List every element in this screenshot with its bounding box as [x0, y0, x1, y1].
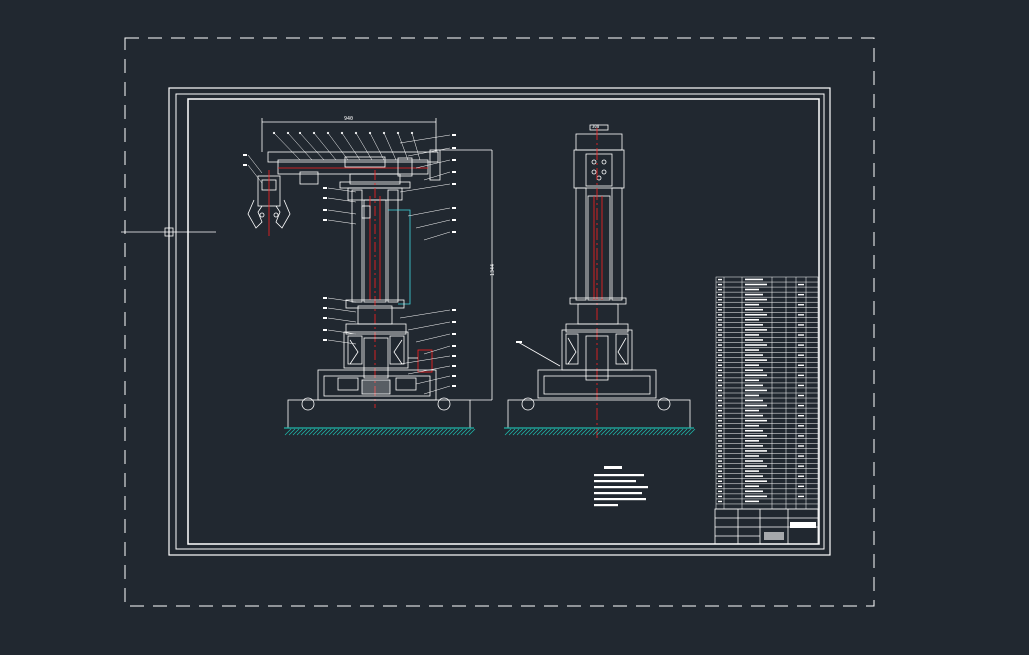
ucs-crosshair — [121, 186, 216, 280]
front-callouts — [243, 131, 522, 395]
parts-list-table — [715, 276, 819, 510]
sheet-frame-middle — [175, 93, 825, 550]
technical-requirements-block — [594, 466, 648, 507]
ground-hatch-side — [504, 428, 696, 436]
ground-hatch-front — [284, 428, 476, 436]
title-block — [714, 508, 819, 545]
paper-boundary — [124, 37, 875, 607]
side-view: 300 — [504, 124, 694, 438]
sheet-frame-outer — [168, 87, 831, 556]
front-view: 940 — [247, 116, 496, 429]
dimension-top-label: 940 — [344, 116, 353, 122]
sheet-frame-inner — [187, 98, 820, 545]
dimension-col-label: 300 — [592, 124, 600, 129]
dimension-side-label: 1344 — [490, 264, 496, 276]
